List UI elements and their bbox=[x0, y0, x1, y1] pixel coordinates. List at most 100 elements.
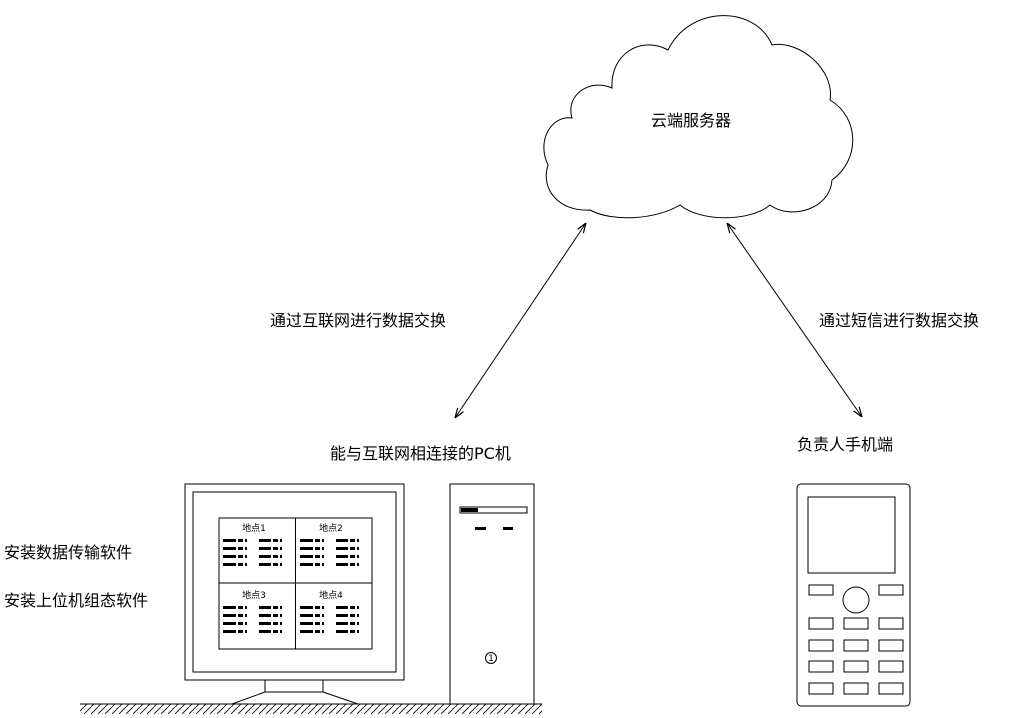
screen-data-mark bbox=[357, 539, 359, 542]
screen-data-mark bbox=[300, 539, 313, 542]
screen-data-mark bbox=[350, 563, 355, 566]
screen-data-mark bbox=[245, 539, 247, 542]
screen-data-mark bbox=[357, 606, 359, 609]
screen-data-mark bbox=[238, 563, 243, 566]
screen-data-mark bbox=[357, 622, 359, 625]
software-transfer-label: 安装数据传输软件 bbox=[4, 543, 133, 562]
screen-data-mark bbox=[273, 563, 278, 566]
screen-data-mark bbox=[273, 539, 278, 542]
screen-data-mark bbox=[300, 622, 313, 625]
power-button-icon bbox=[485, 652, 497, 664]
screen-data-mark bbox=[336, 563, 348, 566]
screen-data-mark bbox=[238, 614, 243, 617]
screen-data-mark bbox=[322, 614, 324, 617]
site-label-4: 地点4 bbox=[319, 589, 343, 601]
tower-badge: 1 bbox=[488, 654, 494, 664]
screen-data-mark bbox=[336, 614, 348, 617]
screen-data-mark bbox=[259, 563, 271, 566]
screen-data-mark bbox=[223, 563, 236, 566]
screen-data-mark bbox=[315, 555, 320, 558]
screen-data-mark bbox=[245, 622, 247, 625]
screen-data-mark bbox=[300, 547, 313, 550]
screen-data-mark bbox=[273, 547, 278, 550]
screen-data-mark bbox=[322, 630, 324, 633]
screen-data-mark bbox=[315, 606, 320, 609]
site-label-2: 地点2 bbox=[319, 522, 343, 534]
screen-data-mark bbox=[280, 622, 282, 625]
screen-data-mark bbox=[238, 555, 243, 558]
pc-label: 能与互联网相连接的PC机 bbox=[330, 444, 511, 463]
phone-key bbox=[878, 639, 904, 652]
site-label-1: 地点1 bbox=[242, 522, 266, 534]
phone-key bbox=[808, 639, 834, 652]
pc-monitor bbox=[184, 483, 405, 705]
cloud-server-shape bbox=[543, 15, 854, 219]
screen-data-mark bbox=[300, 606, 313, 609]
screen-data-mark bbox=[350, 539, 355, 542]
screen-data-mark bbox=[245, 606, 247, 609]
screen-data-mark bbox=[238, 539, 243, 542]
phone-key bbox=[843, 639, 869, 652]
screen-data-mark bbox=[350, 630, 355, 633]
screen-data-mark bbox=[350, 547, 355, 550]
screen-data-mark bbox=[273, 614, 278, 617]
screen-data-mark bbox=[315, 622, 320, 625]
screen-data-mark bbox=[322, 606, 324, 609]
cloud-server-label: 云端服务器 bbox=[651, 111, 732, 130]
screen-data-mark bbox=[350, 614, 355, 617]
screen-data-mark bbox=[322, 563, 324, 566]
screen-data-mark bbox=[238, 547, 243, 550]
screen-data-mark bbox=[273, 555, 278, 558]
screen-data-mark bbox=[245, 547, 247, 550]
screen-data-mark bbox=[336, 606, 348, 609]
screen-data-mark bbox=[238, 606, 243, 609]
phone-key bbox=[878, 617, 904, 630]
screen-data-mark bbox=[315, 547, 320, 550]
screen-data-mark bbox=[223, 606, 236, 609]
screen-data-mark bbox=[315, 614, 320, 617]
screen-data-mark bbox=[223, 555, 236, 558]
screen-data-mark bbox=[315, 630, 320, 633]
screen-data-mark bbox=[273, 622, 278, 625]
screen-data-mark bbox=[238, 630, 243, 633]
screen-data-mark bbox=[357, 614, 359, 617]
screen-data-mark bbox=[223, 622, 236, 625]
screen-data-mark bbox=[223, 614, 236, 617]
screen-data-mark bbox=[322, 539, 324, 542]
phone-key bbox=[878, 682, 904, 695]
screen-data-mark bbox=[336, 630, 348, 633]
phone-key bbox=[843, 682, 869, 695]
screen-data-mark bbox=[280, 630, 282, 633]
screen-data-mark bbox=[357, 630, 359, 633]
floor-hatch bbox=[80, 703, 542, 714]
screen-data-mark bbox=[357, 555, 359, 558]
internet-link-arrow bbox=[455, 223, 586, 418]
screen-data-mark bbox=[322, 555, 324, 558]
screen-data-mark bbox=[280, 539, 282, 542]
pc-tower: 1 bbox=[449, 483, 535, 705]
screen-data-mark bbox=[259, 614, 271, 617]
screen-data-mark bbox=[315, 539, 320, 542]
screen-data-mark bbox=[259, 606, 271, 609]
screen-data-mark bbox=[300, 563, 313, 566]
screen-data-mark bbox=[259, 622, 271, 625]
screen-data-mark bbox=[280, 614, 282, 617]
screen-data-mark bbox=[245, 555, 247, 558]
software-scada-label: 安装上位机组态软件 bbox=[4, 591, 149, 610]
screen-data-mark bbox=[259, 547, 271, 550]
screen-data-mark bbox=[273, 606, 278, 609]
screen-data-mark bbox=[322, 622, 324, 625]
phone-key bbox=[878, 660, 904, 673]
screen-data-mark bbox=[238, 622, 243, 625]
phone-key bbox=[808, 682, 834, 695]
screen-data-mark bbox=[336, 555, 348, 558]
sms-link-label: 通过短信进行数据交换 bbox=[819, 311, 980, 330]
screen-data-mark bbox=[223, 630, 236, 633]
screen-data-mark bbox=[280, 563, 282, 566]
screen-data-mark bbox=[357, 563, 359, 566]
screen-data-mark bbox=[223, 547, 236, 550]
screen-data-mark bbox=[273, 630, 278, 633]
screen-data-mark bbox=[300, 614, 313, 617]
screen-data-mark bbox=[259, 555, 271, 558]
screen-data-mark bbox=[336, 622, 348, 625]
